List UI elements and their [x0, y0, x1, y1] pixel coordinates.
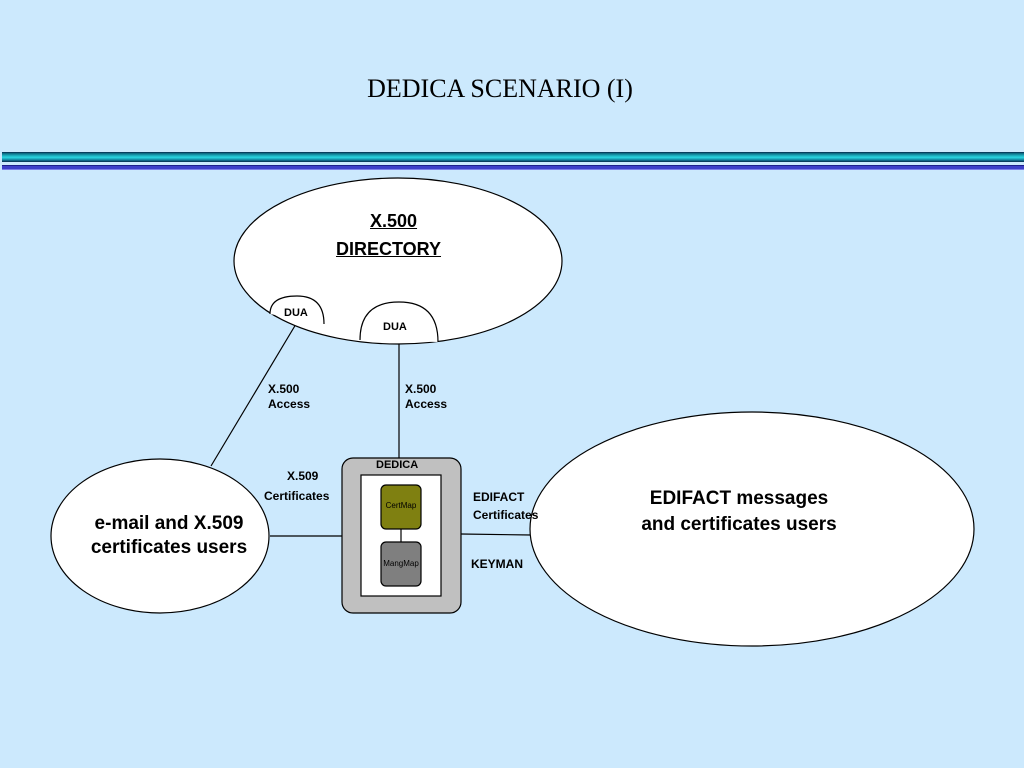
edifact-users-label-line2: and certificates users [641, 514, 837, 535]
right-access-label-line1: X.500 [405, 382, 437, 396]
dua-right-shape [359, 301, 439, 343]
edifact-cert-label-line2: Certificates [473, 508, 539, 522]
mangmap-box [380, 541, 422, 587]
left-access-label-line2: Access [268, 397, 311, 411]
slide-title: DEDICA SCENARIO (I) [367, 74, 633, 103]
link-email-to-dua-left [210, 323, 297, 467]
email-users-label-line2: certificates users [90, 537, 248, 558]
right-access-label-line2: Access [405, 397, 448, 411]
email-users-label-line1: e-mail and X.509 [94, 513, 244, 534]
dua-right-label: DUA [383, 321, 407, 333]
directory-title-line2: DIRECTORY [336, 239, 442, 259]
email-users-ellipse [50, 458, 270, 614]
mangmap-label: MangMap [383, 559, 419, 568]
x509-label-line2: Certificates [264, 489, 330, 503]
edifact-cert-label-line1: EDIFACT [473, 490, 525, 504]
dedica-label: DEDICA [376, 459, 419, 471]
edifact-users-ellipse [529, 411, 975, 647]
link-dedica-to-edifact [460, 533, 532, 536]
left-access-label-line1: X.500 [268, 382, 300, 396]
dua-left-label: DUA [284, 307, 308, 319]
title-divider-thin [2, 165, 1024, 170]
edifact-users-label-line1: EDIFACT messages [649, 488, 829, 509]
certmap-box [380, 484, 422, 530]
keyman-label: KEYMAN [471, 557, 524, 571]
title-divider [2, 152, 1024, 162]
x509-label-line1: X.509 [287, 469, 319, 483]
directory-title-line1: X.500 [370, 211, 418, 231]
certmap-label: CertMap [385, 501, 417, 510]
dua-left-shape [269, 295, 325, 325]
